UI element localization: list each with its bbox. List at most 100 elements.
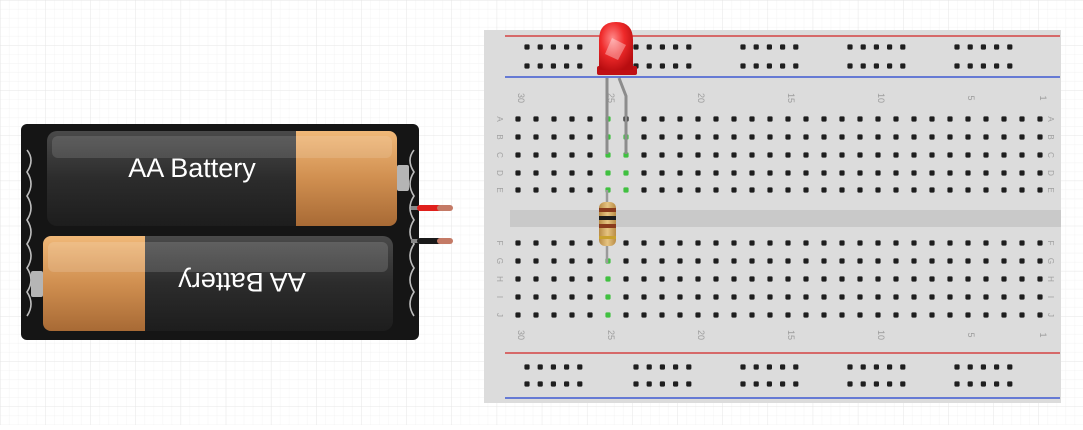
breadboard-hole[interactable] <box>929 312 935 318</box>
breadboard-hole[interactable] <box>749 312 755 318</box>
breadboard-hole[interactable] <box>641 170 647 176</box>
breadboard-hole[interactable] <box>785 116 791 122</box>
breadboard-hole[interactable] <box>947 294 953 300</box>
breadboard-hole[interactable] <box>749 294 755 300</box>
breadboard-hole[interactable] <box>839 187 845 193</box>
breadboard-hole[interactable] <box>803 312 809 318</box>
rail-hole[interactable] <box>900 44 906 50</box>
breadboard-hole[interactable] <box>515 312 521 318</box>
breadboard-hole[interactable] <box>587 276 593 282</box>
battery-leads[interactable] <box>411 205 453 244</box>
breadboard-hole[interactable] <box>803 134 809 140</box>
breadboard-hole[interactable] <box>533 240 539 246</box>
rail-hole[interactable] <box>900 381 906 387</box>
breadboard-hole[interactable] <box>821 258 827 264</box>
rail-hole[interactable] <box>1007 381 1013 387</box>
breadboard-hole[interactable] <box>875 240 881 246</box>
breadboard-hole[interactable] <box>713 294 719 300</box>
breadboard-hole[interactable] <box>1037 258 1043 264</box>
breadboard-hole[interactable] <box>677 240 683 246</box>
breadboard-hole[interactable] <box>677 294 683 300</box>
breadboard-hole[interactable] <box>659 134 665 140</box>
rail-hole[interactable] <box>753 44 759 50</box>
breadboard-hole[interactable] <box>731 258 737 264</box>
rail-hole[interactable] <box>994 364 1000 370</box>
breadboard-hole[interactable] <box>1019 312 1025 318</box>
breadboard-hole[interactable] <box>605 294 611 300</box>
breadboard-hole[interactable] <box>929 152 935 158</box>
rail-hole[interactable] <box>780 44 786 50</box>
breadboard-hole[interactable] <box>947 170 953 176</box>
breadboard-hole[interactable] <box>803 276 809 282</box>
breadboard-hole[interactable] <box>965 152 971 158</box>
breadboard-hole[interactable] <box>1001 312 1007 318</box>
breadboard-hole[interactable] <box>623 258 629 264</box>
breadboard-hole[interactable] <box>587 152 593 158</box>
breadboard-hole[interactable] <box>839 312 845 318</box>
rail-hole[interactable] <box>954 44 960 50</box>
breadboard-hole[interactable] <box>1019 134 1025 140</box>
breadboard-hole[interactable] <box>713 187 719 193</box>
rail-hole[interactable] <box>633 44 639 50</box>
breadboard-hole[interactable] <box>929 240 935 246</box>
breadboard-hole[interactable] <box>857 276 863 282</box>
breadboard-hole[interactable] <box>983 258 989 264</box>
breadboard-hole[interactable] <box>983 152 989 158</box>
breadboard-hole[interactable] <box>857 258 863 264</box>
breadboard-hole[interactable] <box>659 170 665 176</box>
breadboard-hole[interactable] <box>551 187 557 193</box>
breadboard-hole[interactable] <box>1001 134 1007 140</box>
breadboard-hole[interactable] <box>1001 294 1007 300</box>
rail-hole[interactable] <box>686 364 692 370</box>
rail-hole[interactable] <box>659 63 665 69</box>
breadboard-hole[interactable] <box>983 240 989 246</box>
rail-hole[interactable] <box>967 63 973 69</box>
rail-hole[interactable] <box>673 63 679 69</box>
rail-hole[interactable] <box>967 364 973 370</box>
breadboard-hole[interactable] <box>515 152 521 158</box>
breadboard-hole[interactable] <box>749 170 755 176</box>
breadboard-hole[interactable] <box>1001 240 1007 246</box>
rail-hole[interactable] <box>873 381 879 387</box>
breadboard-hole[interactable] <box>641 152 647 158</box>
breadboard-hole[interactable] <box>785 170 791 176</box>
rail-hole[interactable] <box>633 381 639 387</box>
breadboard-hole[interactable] <box>875 170 881 176</box>
rail-hole[interactable] <box>740 63 746 69</box>
breadboard-hole[interactable] <box>677 258 683 264</box>
breadboard-hole[interactable] <box>713 170 719 176</box>
breadboard-hole[interactable] <box>893 240 899 246</box>
rail-hole[interactable] <box>550 364 556 370</box>
rail-hole[interactable] <box>994 63 1000 69</box>
breadboard-hole[interactable] <box>767 187 773 193</box>
breadboard-hole[interactable] <box>803 170 809 176</box>
rail-hole[interactable] <box>740 44 746 50</box>
breadboard-hole[interactable] <box>947 312 953 318</box>
breadboard-hole[interactable] <box>713 276 719 282</box>
rail-hole[interactable] <box>673 381 679 387</box>
breadboard-hole[interactable] <box>965 294 971 300</box>
breadboard-hole[interactable] <box>677 187 683 193</box>
breadboard-hole[interactable] <box>677 116 683 122</box>
rail-hole[interactable] <box>766 44 772 50</box>
breadboard-hole[interactable] <box>893 276 899 282</box>
rail-hole[interactable] <box>980 63 986 69</box>
breadboard-hole[interactable] <box>965 276 971 282</box>
breadboard-hole[interactable] <box>767 240 773 246</box>
breadboard-hole[interactable] <box>533 152 539 158</box>
rail-hole[interactable] <box>793 44 799 50</box>
breadboard-hole[interactable] <box>695 134 701 140</box>
breadboard-hole[interactable] <box>983 312 989 318</box>
breadboard-hole[interactable] <box>569 240 575 246</box>
breadboard-hole[interactable] <box>821 312 827 318</box>
breadboard-hole[interactable] <box>677 134 683 140</box>
rail-hole[interactable] <box>766 381 772 387</box>
breadboard-hole[interactable] <box>893 187 899 193</box>
breadboard-hole[interactable] <box>983 187 989 193</box>
breadboard-hole[interactable] <box>569 312 575 318</box>
breadboard-hole[interactable] <box>677 312 683 318</box>
breadboard-hole[interactable] <box>947 152 953 158</box>
rail-hole[interactable] <box>646 381 652 387</box>
rail-hole[interactable] <box>900 63 906 69</box>
